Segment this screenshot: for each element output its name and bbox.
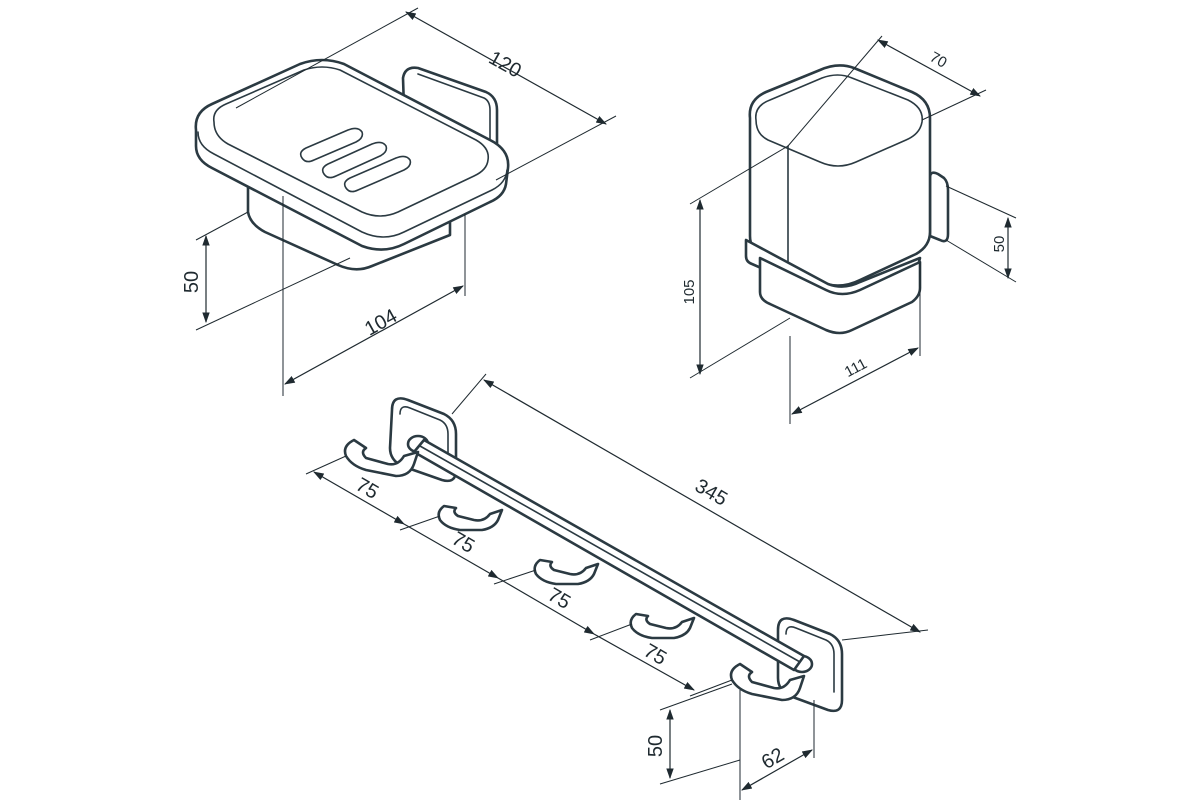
tumbler-glass [748, 64, 932, 287]
dim-label-rail-height: 50 [645, 735, 667, 757]
dim-label-soap-width: 120 [485, 47, 525, 82]
dim-label-tumbler-width: 70 [927, 49, 950, 72]
dim-label-tumbler-depth: 111 [842, 355, 870, 381]
dimension-tumbler-wall-offset: 50 [945, 185, 1017, 283]
dimension-tumbler-width: 70 [787, 35, 987, 147]
dim-label-spacing-1: 75 [352, 474, 382, 504]
dim-label-tumbler-height: 105 [681, 279, 698, 304]
tumbler-holder-cup [744, 238, 922, 335]
soap-dish-slots [299, 127, 412, 193]
hook-rail-hook-2 [533, 558, 600, 586]
dimension-rail-height: 50 [645, 683, 741, 785]
dim-label-spacing-3: 75 [544, 584, 574, 614]
tumbler-wall-mount [928, 171, 950, 243]
dim-label-rail-depth: 62 [758, 744, 788, 774]
dimension-tumbler-height: 105 [681, 145, 791, 379]
dim-label-spacing-2: 75 [448, 528, 478, 558]
hook-rail-end-hook-left [343, 438, 420, 478]
dimension-hook-spacings: 75 75 75 75 [305, 455, 733, 697]
dimension-soap-dish-height: 50 [181, 211, 351, 331]
hook-rail-bar [412, 438, 806, 672]
dim-label-soap-height: 50 [181, 271, 203, 293]
soap-dish [194, 58, 510, 271]
tumbler-holder [744, 64, 950, 335]
soap-dish-plate [194, 58, 510, 251]
hook-rail-hook-3 [629, 612, 696, 640]
hook-rail [343, 397, 844, 713]
hook-rail-hook-1 [437, 504, 504, 532]
dim-label-spacing-4: 75 [640, 640, 670, 670]
dim-label-rail-length: 345 [691, 475, 731, 511]
dim-label-tumbler-offset: 50 [991, 236, 1008, 253]
dim-label-soap-depth: 104 [361, 305, 401, 340]
dimension-rail-depth: 62 [739, 690, 815, 800]
